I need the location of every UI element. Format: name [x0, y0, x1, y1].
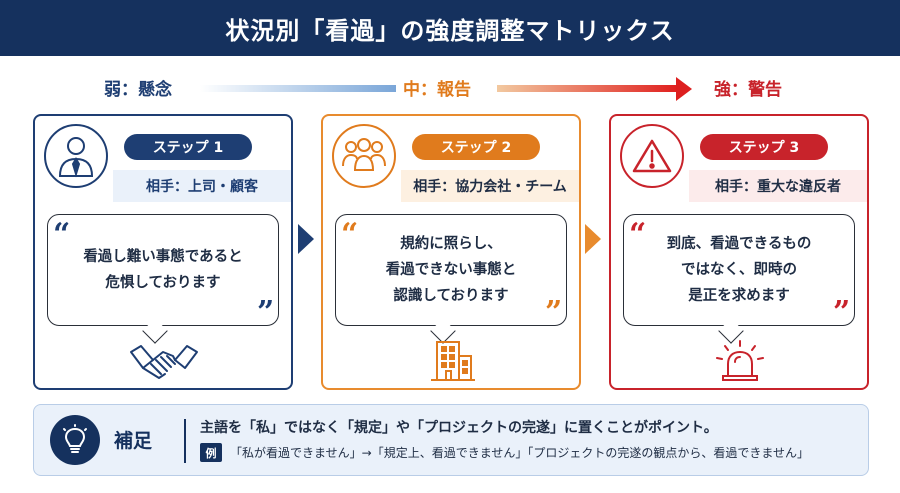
- quote-line: 到底、看過できるもの: [666, 236, 812, 252]
- office-building-icon: [417, 338, 487, 382]
- supplement-example-text: 「私が看過できません」→「規定上、看過できません」「プロジェクトの完遂の観点から…: [230, 446, 809, 460]
- scale-label-mid: 中：報告: [403, 80, 471, 100]
- partner-label-1: 相手：上司・顧客: [113, 170, 291, 202]
- supplement-main-text: 主語を「私」ではなく「規定」や「プロジェクトの完遂」に置くことがポイント。: [200, 420, 718, 436]
- quote-line: 看過し難い事態であると: [83, 249, 243, 265]
- businessman-icon: [44, 124, 108, 188]
- step-arrow-icon: [298, 224, 314, 254]
- partner-label-2: 相手：協力会社・チーム: [401, 170, 579, 202]
- close-quote-icon: ”: [833, 295, 851, 330]
- page-title: 状況別「看過」の強度調整マトリックス: [0, 0, 900, 56]
- team-icon: [332, 124, 396, 188]
- quote-bubble-2: 規約に照らし、 看過できない事態と 認識しております: [335, 214, 567, 326]
- step-card-3: ステップ 3 相手：重大な違反者 到底、看過できるもの ではなく、即時の 是正を…: [609, 114, 869, 390]
- supplement-label: 補足: [114, 430, 153, 452]
- partner-label-3: 相手：重大な違反者: [689, 170, 867, 202]
- scale-label-weak: 弱：懸念: [104, 80, 172, 100]
- supplement-box: 補足 主語を「私」ではなく「規定」や「プロジェクトの完遂」に置くことがポイント。…: [33, 404, 869, 476]
- scale-label-strong: 強：警告: [714, 80, 782, 100]
- quote-bubble-3: 到底、看過できるもの ではなく、即時の 是正を求めます: [623, 214, 855, 326]
- step-pill-3: ステップ 3: [700, 134, 828, 160]
- handshake-icon: [129, 338, 199, 382]
- open-quote-icon: “: [53, 217, 71, 252]
- open-quote-icon: “: [629, 217, 647, 252]
- alarm-light-icon: [705, 338, 775, 382]
- scale-gradient-weak-to-mid: [200, 85, 396, 92]
- quote-bubble-1: 看過し難い事態であると 危惧しております: [47, 214, 279, 326]
- quote-line: 看過できない事態と: [385, 262, 517, 278]
- step-arrow-icon: [585, 224, 601, 254]
- lightbulb-icon: [50, 415, 100, 465]
- quote-line: 是正を求めます: [688, 288, 790, 304]
- quote-line: 危惧しております: [105, 275, 221, 291]
- open-quote-icon: “: [341, 217, 359, 252]
- warning-icon: [620, 124, 684, 188]
- quote-line: ではなく、即時の: [681, 262, 797, 278]
- scale-arrow-icon: [676, 77, 692, 101]
- step-pill-1: ステップ 1: [124, 134, 252, 160]
- example-tag: 例: [200, 443, 222, 462]
- close-quote-icon: ”: [545, 295, 563, 330]
- quote-line: 規約に照らし、: [400, 236, 502, 252]
- quote-line: 認識しております: [393, 288, 509, 304]
- step-card-1: ステップ 1 相手：上司・顧客 看過し難い事態であると 危惧しております “ ”: [33, 114, 293, 390]
- step-pill-2: ステップ 2: [412, 134, 540, 160]
- step-card-2: ステップ 2 相手：協力会社・チーム 規約に照らし、 看過できない事態と 認識し…: [321, 114, 581, 390]
- divider: [184, 419, 186, 463]
- close-quote-icon: ”: [257, 295, 275, 330]
- scale-gradient-mid-to-strong: [497, 85, 677, 92]
